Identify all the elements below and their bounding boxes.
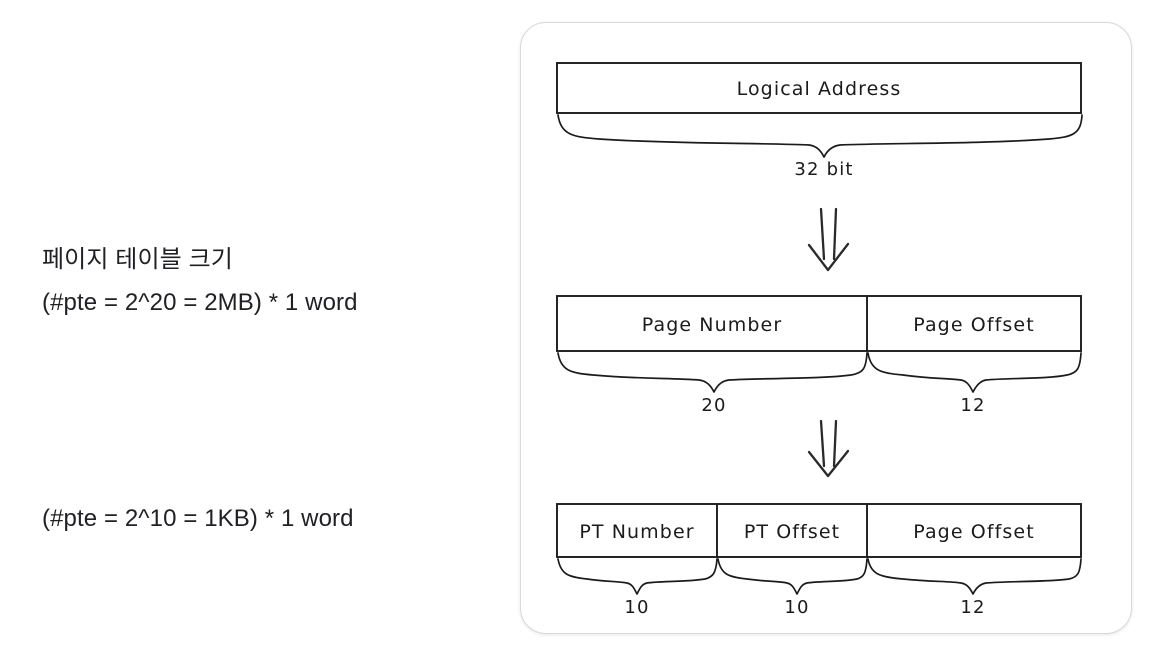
diagram-panel: Logical Address 32 bit Page Number Page … <box>520 22 1132 634</box>
field-box-page-number <box>556 295 1082 352</box>
bit-label-10-pt-number: 10 <box>624 597 649 618</box>
field-label-pt-number: PT Number <box>579 521 694 543</box>
row-logical-address: Logical Address 32 bit <box>556 62 1083 180</box>
row-one-level: Page Number Page Offset 20 12 <box>556 295 1082 416</box>
field-box-logical-address <box>556 62 1082 114</box>
field-box-pt-number <box>556 503 1082 558</box>
notes-block-secondary: (#pte = 2^10 = 1KB) * 1 word <box>42 497 482 540</box>
brace-page-number <box>557 352 868 393</box>
field-label-pt-offset: PT Offset <box>744 521 840 543</box>
field-label-page-number: Page Number <box>642 314 782 336</box>
bit-label-10-pt-offset: 10 <box>784 597 809 618</box>
bit-label-20: 20 <box>701 395 726 416</box>
field-label-logical-address: Logical Address <box>737 78 902 100</box>
arrow-2-icon <box>807 419 850 478</box>
address-split-diagram: Logical Address 32 bit Page Number Page … <box>556 62 1083 618</box>
field-label-page-offset-1: Page Offset <box>913 314 1035 336</box>
note-line-title: 페이지 테이블 크기 <box>42 246 233 273</box>
note-line-pte-1kb: (#pte = 2^10 = 1KB) * 1 word <box>42 505 354 532</box>
brace-logical-address <box>557 114 1083 158</box>
brace-page-offset-2 <box>867 558 1082 595</box>
field-label-page-offset-2: Page Offset <box>913 521 1035 543</box>
brace-page-offset-1 <box>867 352 1082 393</box>
brace-pt-offset <box>717 558 868 595</box>
row-two-level: PT Number PT Offset Page Offset 10 10 12 <box>556 503 1082 618</box>
bit-label-12-row2: 12 <box>960 395 985 416</box>
bit-label-32: 32 bit <box>794 159 853 180</box>
note-line-pte-2mb: (#pte = 2^20 = 2MB) * 1 word <box>42 289 358 316</box>
notes-block-primary: 페이지 테이블 크기 (#pte = 2^20 = 2MB) * 1 word <box>42 238 482 324</box>
bit-label-12-row3: 12 <box>960 597 985 618</box>
brace-pt-number <box>557 558 718 595</box>
arrow-1-icon <box>807 207 850 272</box>
